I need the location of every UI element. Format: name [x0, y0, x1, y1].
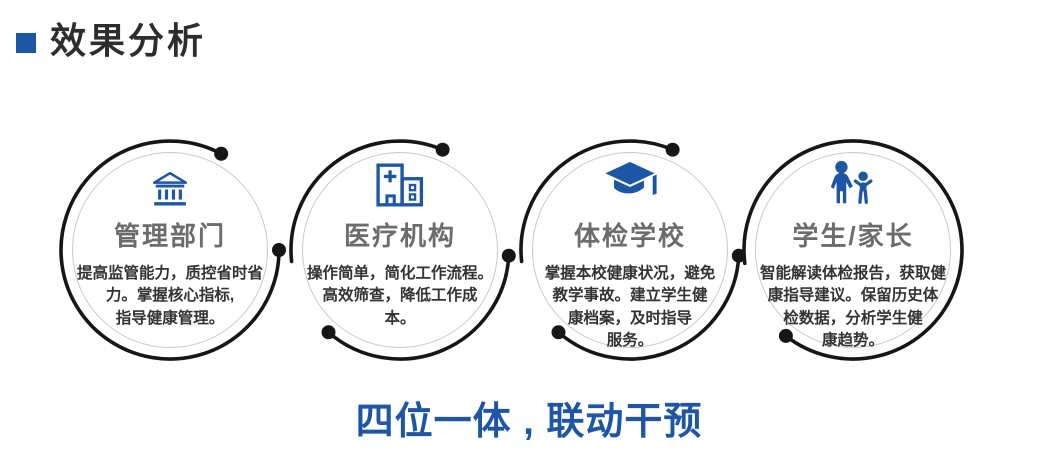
- node-management-dept: 管理部门 提高监管能力，质控省时省 力。掌握核心指标, 指导健康管理。: [50, 129, 290, 371]
- node-ring: [59, 139, 286, 361]
- node-ring: [289, 139, 516, 361]
- hospital-icon: [376, 160, 424, 207]
- node-title: 医疗机构: [343, 221, 456, 251]
- node-title: 管理部门: [113, 221, 226, 251]
- node-description: 掌握本校健康状况，避免 教学事故。建立学生健 康档案，及时指导 服务。: [544, 265, 716, 350]
- node-description: 操作简单，简化工作流程。 高效筛查，降低工作成 本。: [306, 265, 493, 327]
- node-student-parent: 学生/家长 智能解读体检报告，获取健 康指导建议。保留历史体 检数据，分析学生健…: [733, 129, 973, 371]
- section-header: 效果分析: [16, 21, 206, 61]
- node-title: 体检学校: [573, 221, 686, 251]
- node-exam-school: 体检学校 掌握本校健康状况，避免 教学事故。建立学生健 康档案，及时指导 服务。: [510, 129, 750, 371]
- node-title: 学生/家长: [792, 221, 914, 251]
- node-ring: [742, 139, 964, 361]
- student-parent-icon: [826, 160, 880, 207]
- node-description: 提高监管能力，质控省时省 力。掌握核心指标, 指导健康管理。: [76, 265, 263, 327]
- node-medical-institution: 医疗机构 操作简单，简化工作流程。 高效筛查，降低工作成 本。: [280, 129, 520, 371]
- title-bullet-icon: [16, 33, 36, 54]
- node-description: 智能解读体检报告，获取健 康指导建议。保留历史体 检数据，分析学生健 康趋势。: [759, 265, 946, 350]
- slogan-text: 四位一体 , 联动干预: [355, 401, 703, 443]
- graduation-cap-icon: [600, 159, 660, 207]
- node-ring: [519, 139, 746, 361]
- page-title: 效果分析: [50, 20, 207, 61]
- bank-icon: [151, 160, 189, 207]
